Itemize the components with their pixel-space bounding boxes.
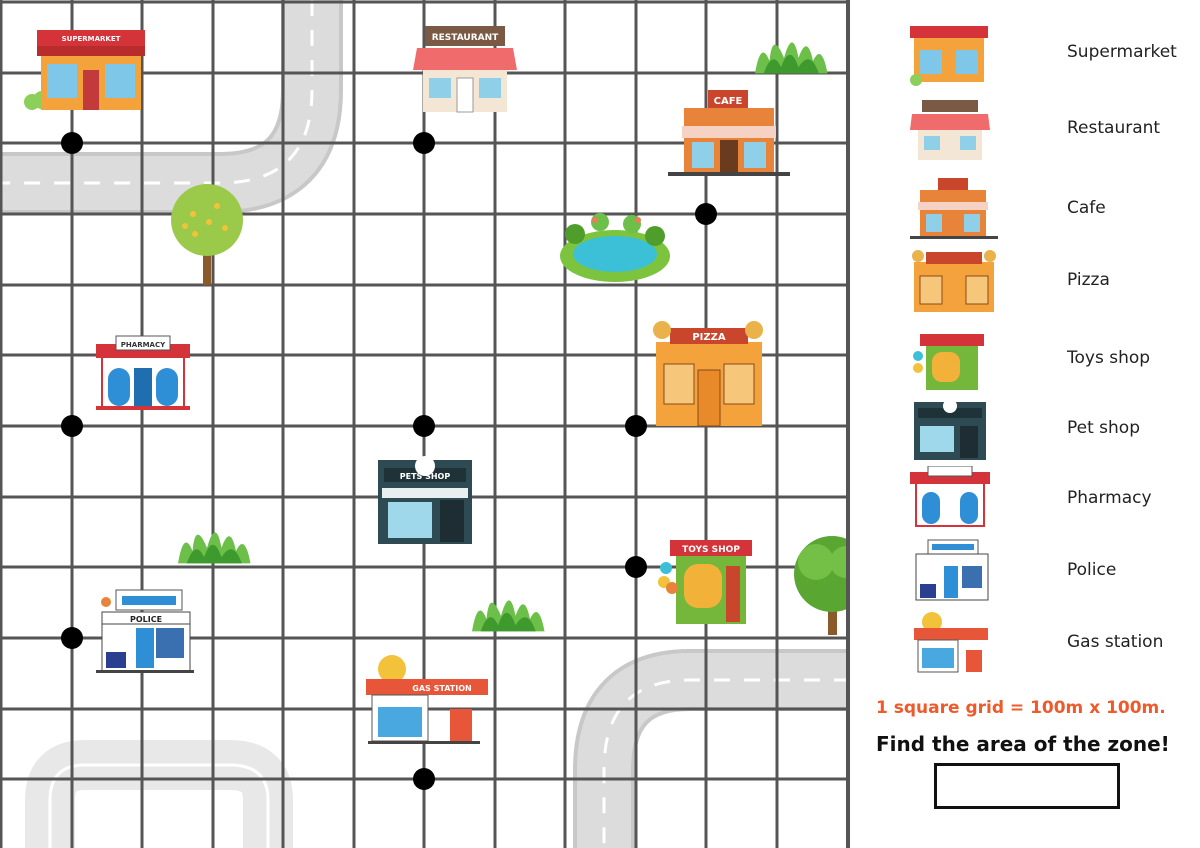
supermarket-building-icon: SUPERMARKET <box>37 30 145 110</box>
pizza-building-icon: PIZZA <box>653 321 763 427</box>
pharmacy-icon <box>910 465 1000 536</box>
grid-point[interactable] <box>413 132 435 154</box>
toys-shop-icon <box>910 326 1000 396</box>
gas-station-sign-text: GAS STATION <box>412 684 471 693</box>
legend-item-pizza: Pizza <box>910 248 1190 318</box>
legend-label: Police <box>1067 560 1117 580</box>
tree-icon <box>171 184 243 285</box>
pet-shop-sign-text: PETS SHOP <box>400 472 451 481</box>
cafe-icon <box>910 176 1000 246</box>
grid-point[interactable] <box>61 415 83 437</box>
pond-icon <box>560 213 670 282</box>
map-svg: SUPERMARKET RESTAURANT CAFE <box>0 0 850 848</box>
legend-label: Pizza <box>1067 270 1110 290</box>
grid-right-border <box>846 0 850 848</box>
cafe-building-icon: CAFE <box>668 90 790 176</box>
legend-label: Pet shop <box>1067 418 1140 438</box>
toys-shop-sign-text: TOYS SHOP <box>682 545 740 555</box>
grass-icon <box>472 600 545 632</box>
restaurant-building-icon: RESTAURANT <box>413 26 517 113</box>
grass-icon <box>755 42 828 74</box>
pharmacy-building-icon: PHARMACY <box>96 335 190 410</box>
police-icon <box>910 538 1000 608</box>
legend-item-cafe: Cafe <box>910 176 1190 246</box>
grass-icon <box>178 532 251 564</box>
toys-shop-building-icon: TOYS SHOP <box>658 540 752 624</box>
pharmacy-sign-text: PHARMACY <box>121 341 166 349</box>
restaurant-icon <box>910 96 1000 166</box>
grid-point[interactable] <box>413 415 435 437</box>
answer-input[interactable] <box>934 763 1120 809</box>
legend-label: Supermarket <box>1067 42 1177 62</box>
police-sign-text: POLICE <box>130 615 162 624</box>
gas-station-icon <box>910 610 1000 680</box>
legend-item-restaurant: Restaurant <box>910 96 1190 166</box>
grid-point[interactable] <box>61 132 83 154</box>
grid-point[interactable] <box>625 556 647 578</box>
police-building-icon: POLICE <box>96 589 194 673</box>
legend-item-supermarket: Supermarket <box>910 20 1190 90</box>
supermarket-sign-text: SUPERMARKET <box>62 35 121 43</box>
pizza-icon <box>910 248 1000 318</box>
legend-item-police: Police <box>910 538 1190 608</box>
pet-shop-building-icon: PETS SHOP <box>378 456 472 544</box>
legend-label: Gas station <box>1067 632 1164 652</box>
gas-station-building-icon: GAS STATION <box>366 655 488 744</box>
map-grid[interactable]: SUPERMARKET RESTAURANT CAFE <box>0 0 850 848</box>
tree-icon <box>794 536 850 635</box>
supermarket-icon <box>910 20 1000 90</box>
scale-note: 1 square grid = 100m x 100m. <box>876 698 1166 718</box>
grid-point[interactable] <box>413 768 435 790</box>
roads <box>0 0 850 848</box>
grid-point[interactable] <box>695 203 717 225</box>
grid-point[interactable] <box>625 415 647 437</box>
legend-label: Restaurant <box>1067 118 1161 138</box>
pizza-sign-text: PIZZA <box>692 332 726 343</box>
legend-item-toys: Toys shop <box>910 326 1190 396</box>
grid-point[interactable] <box>61 627 83 649</box>
legend-label: Toys shop <box>1067 348 1151 368</box>
legend-item-pharmacy: Pharmacy <box>910 465 1190 536</box>
legend-item-pet: Pet shop <box>910 396 1190 466</box>
marked-points <box>61 132 717 790</box>
question-text: Find the area of the zone! <box>876 732 1170 756</box>
cafe-sign-text: CAFE <box>714 96 743 107</box>
pet-shop-icon <box>910 396 1000 466</box>
legend-label: Cafe <box>1067 198 1106 218</box>
legend-item-gas: Gas station <box>910 610 1190 680</box>
legend-label: Pharmacy <box>1067 488 1152 508</box>
restaurant-sign-text: RESTAURANT <box>432 33 499 43</box>
